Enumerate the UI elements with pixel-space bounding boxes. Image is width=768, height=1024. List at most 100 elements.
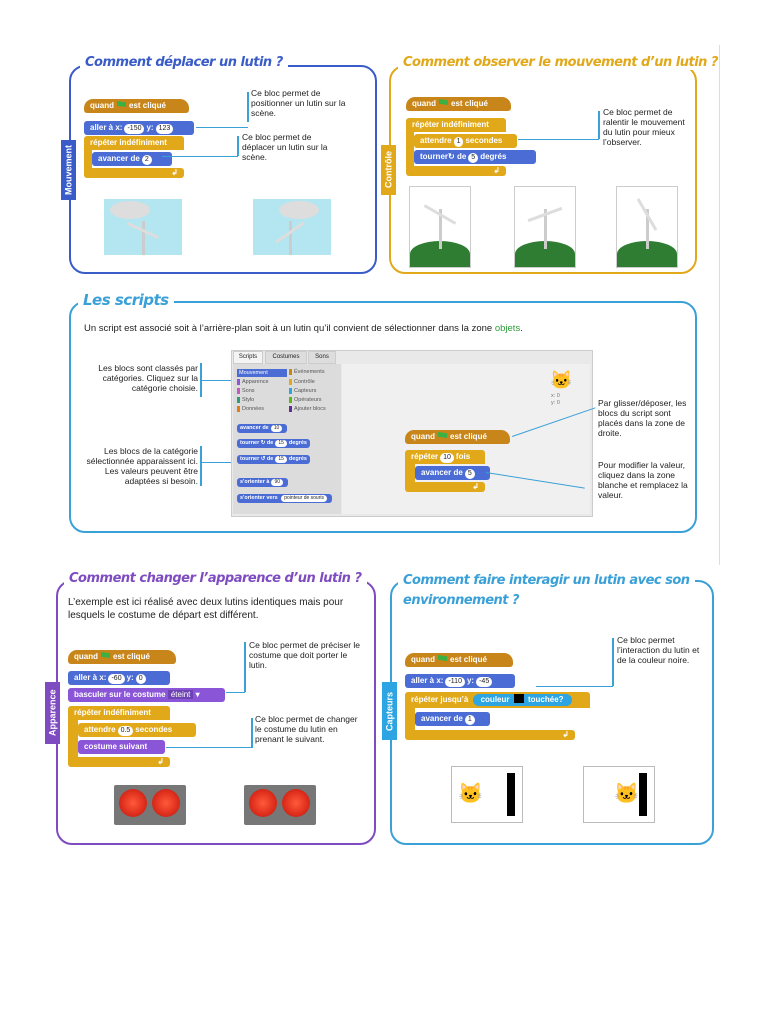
category-controle[interactable]: Contrôle xyxy=(289,379,315,385)
block-text: secondes xyxy=(135,725,173,734)
palette-input[interactable]: 10 xyxy=(270,425,283,432)
pointer-line xyxy=(612,638,614,686)
tab-mouvement: Mouvement xyxy=(61,140,76,200)
block-text: aller à x: xyxy=(90,123,123,132)
pointer-line xyxy=(200,446,202,486)
block-next-costume[interactable]: costume suivant xyxy=(78,740,165,754)
color-swatch-black[interactable] xyxy=(513,694,524,703)
red-light-icon xyxy=(282,789,310,817)
palette-block-point-towards[interactable]: s'orienter vers pointeur de souris xyxy=(237,494,332,503)
y-input[interactable]: 123 xyxy=(155,124,174,134)
y-input[interactable]: -45 xyxy=(476,677,493,687)
wait-input[interactable]: 0.5 xyxy=(117,726,134,736)
scripts-intro: Un script est associé soit à l’arrière-p… xyxy=(84,323,523,334)
touching-color-block[interactable]: couleur touchée? xyxy=(472,694,572,706)
palette-input[interactable]: 90 xyxy=(271,479,283,486)
pointer-line xyxy=(162,156,238,157)
block-forever[interactable]: répéter indéfiniment xyxy=(68,706,170,720)
palette-input[interactable]: 15 xyxy=(275,456,287,463)
x-input[interactable]: -110 xyxy=(445,677,465,687)
block-text: avancer de xyxy=(240,425,269,431)
forever-arm xyxy=(68,720,78,760)
category-evenements[interactable]: Événements xyxy=(289,369,325,375)
category-ajouter-blocs[interactable]: Ajouter blocs xyxy=(289,406,326,412)
stage-image: 🐱 xyxy=(583,766,655,823)
tab-sons[interactable]: Sons xyxy=(308,351,336,364)
panel-interact-title: Comment faire interagir un lutin avec so… xyxy=(398,571,695,611)
repeat-input[interactable]: 10 xyxy=(440,453,454,463)
block-text: répéter jusqu’à xyxy=(411,695,469,704)
block-switch-costume[interactable]: basculer sur le costume éteint ▾ xyxy=(68,688,225,702)
stage-image xyxy=(114,785,186,825)
category-sons[interactable]: Sons xyxy=(237,388,255,394)
x-input[interactable]: -150 xyxy=(124,124,145,134)
category-stylo[interactable]: Stylo xyxy=(237,397,254,403)
coord-x: x: 0 xyxy=(551,393,560,399)
red-light-icon xyxy=(249,789,277,817)
block-text: est cliqué xyxy=(450,655,487,664)
repeat-bottom: ↲ xyxy=(405,482,485,492)
sprite-cat-icon: 🐱 xyxy=(458,783,483,805)
tab-costumes[interactable]: Costumes xyxy=(265,351,307,364)
repeat-arm xyxy=(405,464,415,486)
objets-link[interactable]: objets xyxy=(494,323,521,334)
steps-input[interactable]: 2 xyxy=(141,155,152,165)
stage-image xyxy=(253,199,331,255)
cloud-icon xyxy=(110,201,150,219)
y-input[interactable]: 0 xyxy=(135,674,146,684)
category-apparence[interactable]: Apparence xyxy=(237,379,269,385)
block-text: degrés xyxy=(288,440,307,446)
costume-dropdown[interactable]: éteint xyxy=(167,690,194,699)
red-light-icon xyxy=(119,789,147,817)
sprite-cat-icon: 🐱 xyxy=(614,783,639,805)
block-text: basculer sur le costume xyxy=(74,690,166,699)
palette-dropdown[interactable]: pointeur de souris xyxy=(281,495,327,502)
pointer-line xyxy=(166,747,252,748)
x-input[interactable]: -60 xyxy=(108,674,125,684)
category-capteurs[interactable]: Capteurs xyxy=(289,388,316,394)
tab-scripts[interactable]: Scripts xyxy=(233,351,263,364)
stage-image xyxy=(616,186,678,268)
dropdown-arrow-icon: ▾ xyxy=(193,690,200,699)
block-text: est cliqué xyxy=(113,652,150,661)
steps-input[interactable]: 1 xyxy=(464,715,475,725)
block-text: costume suivant xyxy=(84,742,148,751)
repeat-arm xyxy=(405,708,415,732)
block-text: quand xyxy=(90,101,114,110)
block-when-flag[interactable]: quand est cliqué xyxy=(68,650,176,664)
block-forever[interactable]: répéter indéfiniment xyxy=(406,118,506,132)
pointer-line xyxy=(200,462,236,463)
block-repeat-until[interactable]: répéter jusqu’à couleur touchée? xyxy=(405,692,590,708)
steps-input[interactable]: 5 xyxy=(464,469,475,479)
category-mouvement[interactable]: Mouvement xyxy=(237,369,287,377)
block-text: tourner xyxy=(240,456,260,462)
block-text: touchée? xyxy=(527,695,564,704)
wait-input[interactable]: 1 xyxy=(453,137,464,147)
block-text: quand xyxy=(74,652,98,661)
block-forever[interactable]: répéter indéfiniment xyxy=(84,136,184,150)
block-text: y: xyxy=(146,123,154,132)
category-operateurs[interactable]: Opérateurs xyxy=(289,397,322,403)
pointer-line xyxy=(237,136,239,156)
degrees-input[interactable]: 5 xyxy=(468,153,479,163)
category-donnees[interactable]: Données xyxy=(237,406,264,412)
palette-input[interactable]: 15 xyxy=(275,440,287,447)
